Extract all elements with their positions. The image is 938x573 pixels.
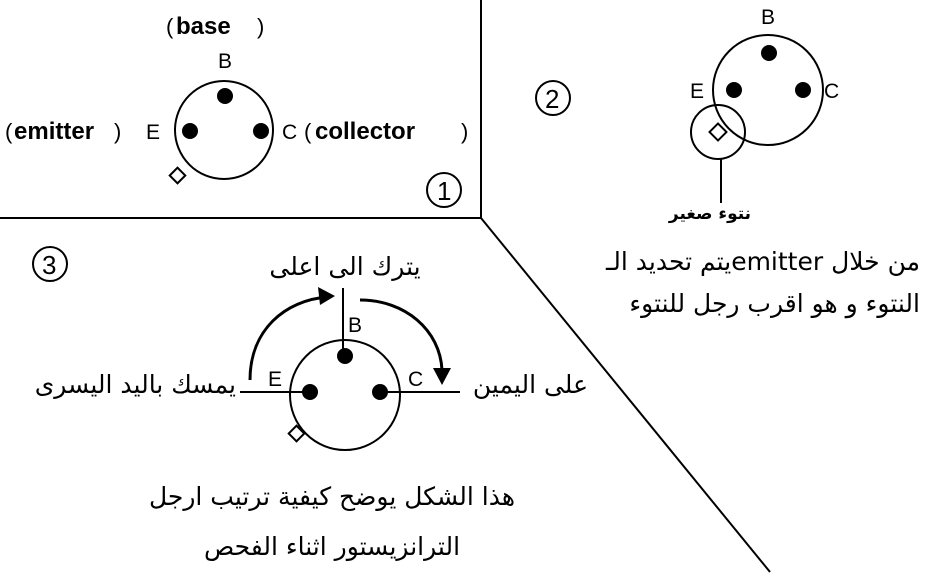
transistor-body (289, 339, 401, 451)
panel-3: 3 يترك الى اعلى B E C يمسك باليد اليسرى … (32, 246, 588, 561)
tab-highlight-ring (690, 104, 746, 160)
svg-text:(: ( (304, 119, 312, 144)
panel-number: 2 (545, 84, 559, 114)
emitter-word: emitter (14, 118, 94, 145)
tab-marker (708, 122, 728, 142)
svg-text:(: ( (166, 14, 174, 39)
right-curved-arrow (359, 298, 444, 371)
panel-number-badge (426, 172, 462, 208)
emitter-letter: E (146, 121, 160, 144)
svg-text:): ) (257, 14, 264, 39)
panel-number-badge (32, 246, 68, 282)
emitter-pin (726, 82, 742, 98)
right-arrow-head (433, 368, 451, 385)
tab-marker (168, 166, 187, 185)
collector-letter: C (824, 80, 839, 103)
emitter-pin (302, 384, 318, 400)
tab-caption: نتوء صغير (668, 204, 751, 224)
caption-line-1: هذا الشكل يوضح كيفية ترتيب ارجل (149, 482, 515, 512)
base-letter: B (348, 314, 362, 337)
panel-number: 3 (42, 250, 56, 280)
left-curved-arrow (248, 295, 329, 381)
top-label: يترك الى اعلى (269, 252, 420, 281)
svg-text:): ) (114, 119, 121, 144)
svg-text:): ) (461, 119, 468, 144)
base-pin (217, 88, 233, 104)
explanation-line-1: يتم تحديد الـemitter من خلال (605, 247, 920, 277)
emitter-letter: E (690, 80, 704, 103)
divider-diagonal (480, 217, 771, 573)
panel-number: 1 (437, 176, 451, 206)
base-word: base (176, 13, 231, 40)
base-letter: B (761, 6, 775, 29)
transistor-body (174, 80, 274, 180)
collector-letter: C (408, 368, 423, 391)
right-label: على اليمين (473, 370, 588, 399)
left-arrow-head (318, 287, 335, 305)
base-pin (761, 45, 777, 61)
collector-pin (795, 82, 811, 98)
panel-2: 2 B E C نتوء صغير يتم تحديد الـemitter م… (535, 6, 920, 319)
transistor-body (712, 34, 824, 146)
left-label: يمسك باليد اليسرى (35, 370, 236, 399)
emitter-letter: E (268, 368, 282, 391)
base-letter: B (218, 50, 232, 73)
explanation-line-2: النتوء و هو اقرب رجل للنتوء (629, 289, 920, 319)
panel-number-badge (535, 80, 571, 116)
panel-1: ( base ) B ( emitter ) E C ( collector )… (5, 13, 468, 208)
collector-pin (372, 384, 388, 400)
svg-text:(: ( (5, 119, 13, 144)
collector-word: collector (315, 118, 415, 145)
caption-line-2: الترانزيستور اثناء الفحص (204, 532, 460, 561)
base-pin (337, 348, 353, 364)
collector-pin (253, 123, 269, 139)
emitter-pin (182, 123, 198, 139)
tab-marker (287, 424, 306, 443)
collector-letter: C (282, 121, 297, 144)
